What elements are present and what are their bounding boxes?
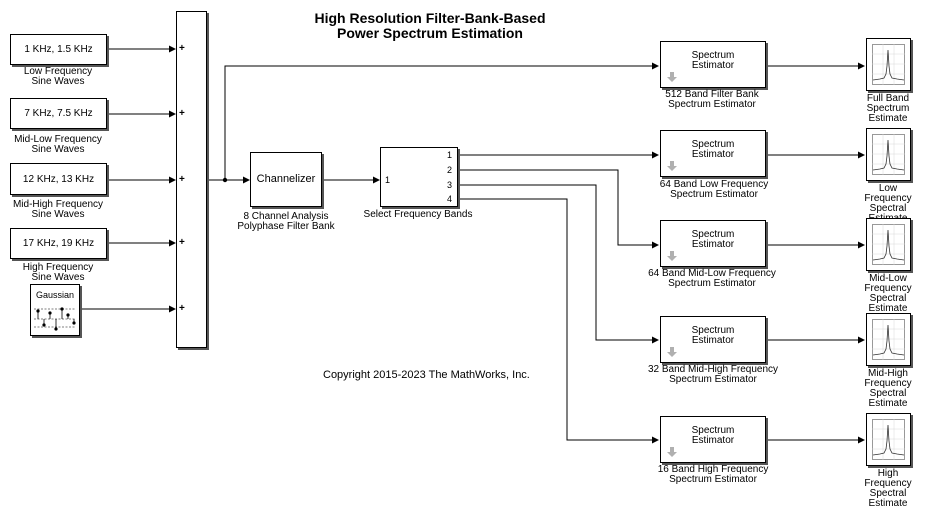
wire-branch-full [224, 62, 659, 180]
sine-source-mid-low-caption: Mid-Low Frequency Sine Waves [14, 134, 102, 155]
selector-out-port: 3 [446, 180, 452, 190]
spectrum-scope-full[interactable] [866, 38, 911, 91]
estimator-label: Spectrum Estimator [691, 325, 735, 346]
spectrum-peak-icon [872, 419, 905, 460]
channelizer-block[interactable]: Channelizer [250, 152, 322, 207]
spectrum-scope-full-caption: Full Band Spectrum Estimate [866, 93, 910, 124]
source-label: 7 KHz, 7.5 KHz [24, 108, 93, 119]
spectrum-scope-high[interactable] [866, 413, 911, 466]
spectrum-peak-icon [872, 44, 905, 85]
estimator-label: Spectrum Estimator [691, 139, 735, 160]
down-arrow-icon [667, 72, 677, 82]
down-arrow-icon [667, 251, 677, 261]
down-arrow-icon [667, 347, 677, 357]
wire-band-3 [458, 184, 659, 344]
selector-out-port: 2 [446, 165, 452, 175]
spectrum-estimator-mid-low[interactable]: Spectrum Estimator [660, 220, 766, 267]
sine-source-high[interactable]: 17 KHz, 19 KHz [10, 228, 107, 259]
scope-screen [872, 224, 905, 265]
branch-point [222, 177, 228, 183]
wire-band-2 [458, 169, 659, 249]
spectrum-scope-mid-high[interactable] [866, 313, 911, 366]
down-arrow-icon [667, 447, 677, 457]
source-label: 17 KHz, 19 KHz [22, 238, 95, 249]
spectrum-estimator-full-caption: 512 Band Filter Bank Spectrum Estimator [665, 89, 759, 110]
diagram-title: High Resolution Filter-Bank-Based Power … [314, 10, 546, 41]
spectrum-scope-mid-low[interactable] [866, 218, 911, 271]
spectrum-estimator-mid-low-caption: 64 Band Mid-Low Frequency Spectrum Estim… [648, 268, 776, 289]
sum-block[interactable]: + + + + + [176, 11, 207, 348]
spectrum-estimator-mid-high-caption: 32 Band Mid-High Frequency Spectrum Esti… [647, 364, 779, 385]
spectrum-peak-icon [872, 319, 905, 360]
spectrum-estimator-low[interactable]: Spectrum Estimator [660, 130, 766, 177]
source-label: 12 KHz, 13 KHz [22, 173, 95, 185]
spectrum-estimator-high[interactable]: Spectrum Estimator [660, 416, 766, 463]
sum-sign: + [179, 237, 185, 248]
spectrum-scope-low[interactable] [866, 128, 911, 181]
sine-source-low[interactable]: 1 KHz, 1.5 KHz [10, 34, 107, 65]
channelizer-caption: 8 Channel Analysis Polyphase Filter Bank [237, 211, 335, 232]
sum-sign: + [179, 108, 185, 119]
scope-screen [872, 419, 905, 460]
spectrum-peak-icon [872, 224, 905, 265]
scope-screen [872, 134, 905, 175]
noise-label: Gaussian [35, 290, 75, 300]
spectrum-estimator-high-caption: 16 Band High Frequency Spectrum Estimato… [657, 464, 769, 485]
spectrum-scope-mid-low-caption: Mid-Low Frequency Spectral Estimate [864, 273, 912, 314]
sum-sign: + [179, 43, 185, 54]
sum-sign: + [179, 174, 185, 185]
spectrum-estimator-low-caption: 64 Band Low Frequency Spectrum Estimator [659, 179, 769, 200]
estimator-label: Spectrum Estimator [691, 50, 735, 71]
selector-in-port: 1 [385, 175, 391, 185]
sine-source-high-caption: High Frequency Sine Waves [22, 262, 94, 283]
source-label: 1 KHz, 1.5 KHz [24, 44, 93, 55]
sine-source-mid-low[interactable]: 7 KHz, 7.5 KHz [10, 98, 107, 129]
sine-source-mid-high[interactable]: 12 KHz, 13 KHz [10, 163, 107, 195]
down-arrow-icon [667, 161, 677, 171]
estimator-label: Spectrum Estimator [691, 425, 735, 446]
noise-stem-icon [34, 307, 76, 331]
selector-out-port: 4 [446, 194, 452, 204]
spectrum-scope-high-caption: High Frequency Spectral Estimate [864, 468, 912, 509]
scope-screen [872, 44, 905, 85]
scope-screen [872, 319, 905, 360]
wire-band-4 [458, 198, 659, 444]
sum-sign: + [179, 303, 185, 314]
spectrum-scope-mid-high-caption: Mid-High Frequency Spectral Estimate [864, 368, 912, 409]
sine-source-low-caption: Low Frequency Sine Waves [23, 66, 93, 87]
selector-caption: Select Frequency Bands [363, 209, 473, 220]
estimator-label: Spectrum Estimator [691, 229, 735, 250]
selector-out-port: 1 [446, 150, 452, 160]
select-frequency-bands-block[interactable]: 1 1 2 3 4 [380, 147, 458, 207]
gaussian-noise-source[interactable]: Gaussian [30, 284, 80, 336]
spectrum-peak-icon [872, 134, 905, 175]
spectrum-estimator-full[interactable]: Spectrum Estimator [660, 41, 766, 88]
channelizer-label: Channelizer [256, 173, 316, 185]
sine-source-mid-high-caption: Mid-High Frequency Sine Waves [12, 199, 104, 220]
copyright-text: Copyright 2015-2023 The MathWorks, Inc. [323, 369, 530, 381]
spectrum-estimator-mid-high[interactable]: Spectrum Estimator [660, 316, 766, 363]
